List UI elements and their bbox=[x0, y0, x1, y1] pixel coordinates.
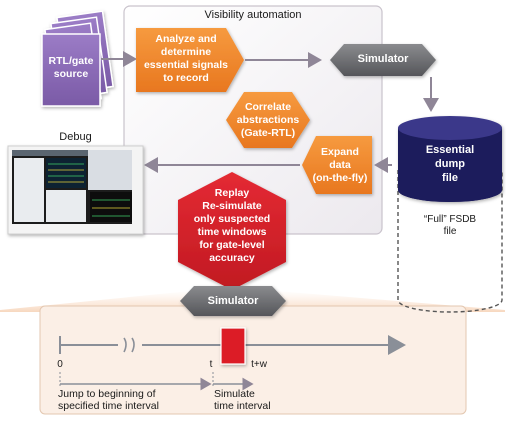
replay-shape bbox=[178, 172, 286, 290]
analyze-label-4: to record bbox=[163, 72, 209, 84]
essential-label-3: file bbox=[442, 172, 458, 184]
replay-label-2: Re-simulate bbox=[202, 200, 262, 212]
expand-label-2: data bbox=[329, 159, 351, 171]
simulate-label-2: time interval bbox=[214, 400, 271, 412]
simulate-label-1: Simulate bbox=[214, 388, 255, 400]
essential-label-2: dump bbox=[435, 158, 465, 170]
tick-tw-label: t+w bbox=[251, 359, 267, 370]
replay-label-5: for gate-level bbox=[199, 239, 265, 251]
replay-label-6: accuracy bbox=[209, 252, 255, 264]
analyze-label-1: Analyze and bbox=[155, 33, 217, 45]
correlate-shape bbox=[226, 92, 310, 148]
simulator-bottom-label: Simulator bbox=[207, 295, 259, 307]
tick-zero-label: 0 bbox=[57, 359, 63, 370]
simulator-top-label: Simulator bbox=[357, 53, 409, 65]
correlate-label-3: (Gate-RTL) bbox=[240, 127, 296, 139]
jump-label-1: Jump to beginning of bbox=[58, 388, 156, 400]
timeline-break-mark bbox=[123, 337, 135, 353]
tick-t-label: t bbox=[209, 359, 213, 370]
correlate-label-1: Correlate bbox=[244, 101, 292, 113]
essential-label-1: Essential bbox=[425, 144, 475, 156]
simulator-bottom-shape bbox=[180, 286, 286, 316]
source-document-stack bbox=[41, 10, 114, 107]
essential-dump-cylinder bbox=[398, 116, 502, 202]
full-fsdb-label-1: “Full” FSDB bbox=[423, 214, 477, 225]
full-fsdb-cylinder bbox=[397, 170, 503, 313]
simulator-top-shape bbox=[330, 44, 436, 76]
debug-screenshot bbox=[7, 145, 144, 235]
expand-label-3: (on-the-fly) bbox=[312, 172, 368, 184]
analyze-label-3: essential signals bbox=[143, 59, 229, 71]
analyze-shape bbox=[136, 28, 244, 92]
source-label-2: source bbox=[53, 68, 89, 80]
replay-label-4: time windows bbox=[197, 226, 267, 238]
replay-label-3: only suspected bbox=[193, 213, 271, 225]
time-window-block bbox=[220, 327, 246, 365]
full-fsdb-label-2: file bbox=[443, 226, 457, 237]
replay-label-1: Replay bbox=[214, 187, 250, 199]
analyze-label-2: determine bbox=[160, 46, 212, 58]
source-label-1: RTL/gate bbox=[48, 55, 94, 67]
jump-label-2: specified time interval bbox=[58, 400, 159, 412]
correlate-label-2: abstractions bbox=[236, 114, 300, 126]
expand-label-1: Expand bbox=[321, 146, 359, 158]
expand-shape bbox=[302, 136, 372, 194]
debug-label: Debug bbox=[59, 131, 92, 143]
panel-title: Visibility automation bbox=[204, 9, 302, 21]
